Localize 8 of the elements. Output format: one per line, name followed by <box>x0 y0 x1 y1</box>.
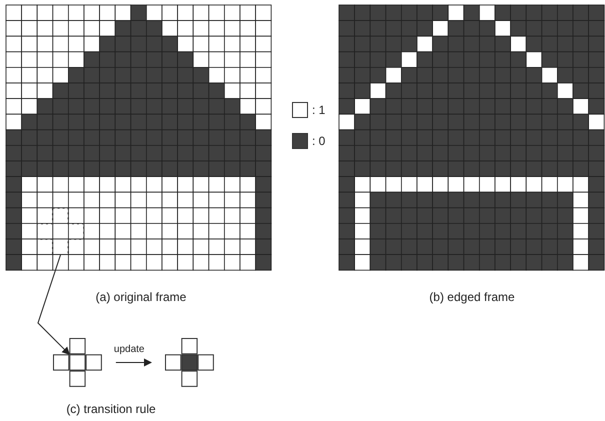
legend-label: : 0 <box>312 134 326 148</box>
edge-label: update <box>114 344 144 356</box>
panel-caption: (c) transition rule <box>66 402 156 416</box>
arrow <box>37 254 70 355</box>
arrow <box>115 358 152 366</box>
legend-label: : 1 <box>312 103 326 117</box>
panel-caption: (a) original frame <box>96 290 186 304</box>
panel-caption: (b) edged frame <box>429 290 515 304</box>
